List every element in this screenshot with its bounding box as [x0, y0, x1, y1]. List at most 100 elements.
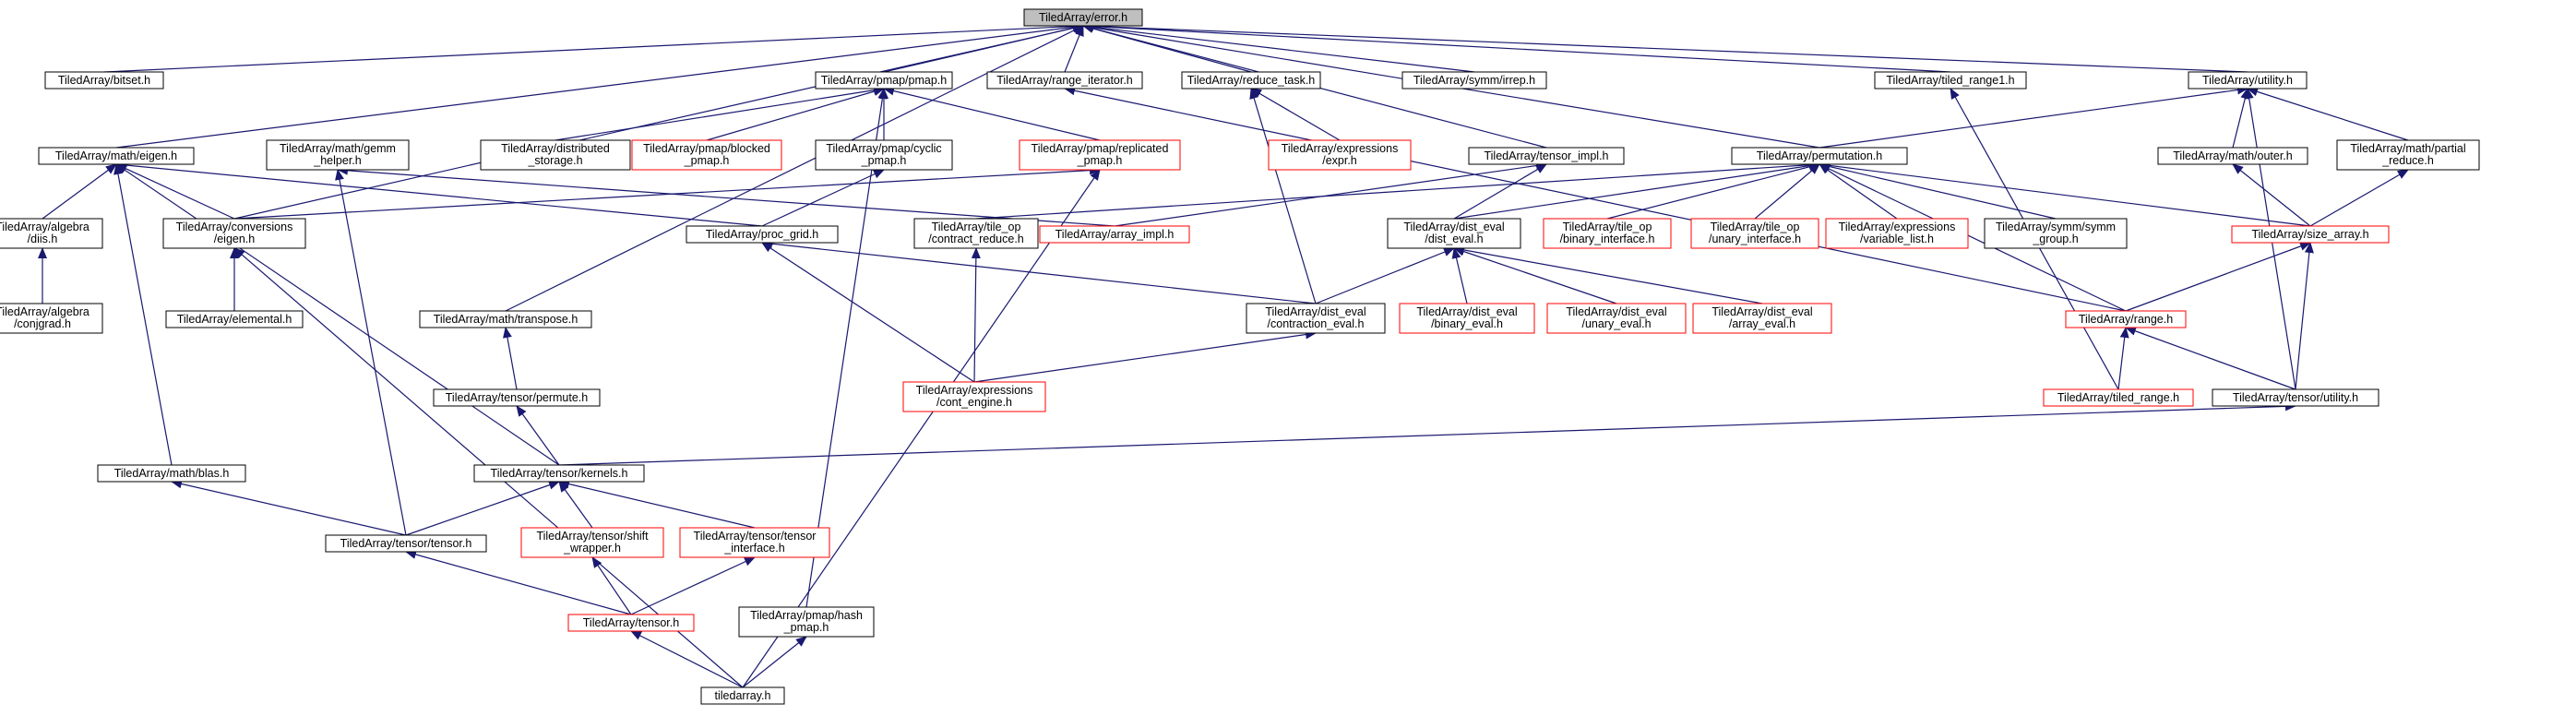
node-box[interactable]	[2336, 139, 2480, 171]
node-box[interactable]	[266, 139, 410, 171]
node-box[interactable]	[1399, 303, 1535, 334]
node-error[interactable]: TiledArray/error.h	[1023, 8, 1143, 27]
node-math-blas[interactable]: TiledArray/math/blas.h	[97, 464, 246, 483]
node-pmap-blocked[interactable]: TiledArray/pmap/blocked_pmap.h	[631, 139, 782, 171]
node-math-partial-reduce[interactable]: TiledArray/math/partial_reduce.h	[2336, 139, 2480, 171]
node-box[interactable]	[686, 225, 839, 244]
node-pmap[interactable]: TiledArray/pmap/pmap.h	[815, 71, 953, 90]
node-box[interactable]	[1468, 147, 1625, 165]
node-utility[interactable]: TiledArray/utility.h	[2188, 71, 2308, 90]
node-box[interactable]	[162, 218, 306, 249]
node-pmap-cyclic[interactable]: TiledArray/pmap/cyclic_pmap.h	[815, 139, 953, 171]
node-box[interactable]	[473, 464, 645, 483]
node-math-outer[interactable]: TiledArray/math/outer.h	[2157, 147, 2308, 165]
node-tiledarray[interactable]: tiledarray.h	[700, 686, 785, 705]
node-tensor-kernels[interactable]: TiledArray/tensor/kernels.h	[473, 464, 645, 483]
node-box[interactable]	[0, 303, 103, 334]
node-expressions-expr[interactable]: TiledArray/expressions/expr.h	[1268, 139, 1412, 171]
node-conversions-eigen[interactable]: TiledArray/conversions/eigen.h	[162, 218, 306, 249]
node-math-gemm-helper[interactable]: TiledArray/math/gemm_helper.h	[266, 139, 410, 171]
node-tiled-range[interactable]: TiledArray/tiled_range.h	[2043, 388, 2194, 407]
node-box[interactable]	[1692, 303, 1832, 334]
node-box[interactable]	[1401, 71, 1547, 90]
node-reduce-task[interactable]: TiledArray/reduce_task.h	[1181, 71, 1321, 90]
node-tile-op-contract-reduce[interactable]: TiledArray/tile_op/contract_reduce.h	[913, 218, 1039, 249]
node-pmap-hash[interactable]: TiledArray/pmap/hash_pmap.h	[738, 606, 875, 638]
node-tiled-range1[interactable]: TiledArray/tiled_range1.h	[1874, 71, 2027, 90]
node-tensor-tensor-interface[interactable]: TiledArray/tensor/tensor_interface.h	[679, 527, 830, 558]
node-box[interactable]	[913, 218, 1039, 249]
node-box[interactable]	[2231, 225, 2390, 244]
node-tile-op-binary-interface[interactable]: TiledArray/tile_op/binary_interface.h	[1543, 218, 1672, 249]
node-array-impl[interactable]: TiledArray/array_impl.h	[1039, 225, 1190, 244]
node-box[interactable]	[38, 147, 195, 165]
node-box[interactable]	[97, 464, 246, 483]
node-tensor-shift-wrapper[interactable]: TiledArray/tensor/shift_wrapper.h	[520, 527, 664, 558]
node-algebra-conjgrad[interactable]: TiledArray/algebra/conjgrad.h	[0, 303, 103, 334]
node-box[interactable]	[1825, 218, 1969, 249]
node-box[interactable]	[2043, 388, 2194, 407]
node-box[interactable]	[44, 71, 164, 90]
node-math-eigen[interactable]: TiledArray/math/eigen.h	[38, 147, 195, 165]
node-binary-eval[interactable]: TiledArray/dist_eval/binary_eval.h	[1399, 303, 1535, 334]
node-tensor-utility[interactable]: TiledArray/tensor/utility.h	[2212, 388, 2379, 407]
node-math-transpose[interactable]: TiledArray/math/transpose.h	[419, 310, 592, 328]
node-algebra-diis[interactable]: TiledArray/algebra/diis.h	[0, 218, 103, 249]
node-box[interactable]	[165, 310, 304, 328]
node-contraction-eval[interactable]: TiledArray/dist_eval/contraction_eval.h	[1246, 303, 1386, 334]
node-box[interactable]	[1181, 71, 1321, 90]
node-box[interactable]	[419, 310, 592, 328]
node-distributed-storage[interactable]: TiledArray/distributed_storage.h	[480, 139, 631, 171]
node-range[interactable]: TiledArray/range.h	[2065, 310, 2187, 328]
node-bitset[interactable]: TiledArray/bitset.h	[44, 71, 164, 90]
node-box[interactable]	[433, 388, 601, 407]
node-tensor[interactable]: TiledArray/tensor.h	[567, 614, 695, 632]
node-tile-op-unary-interface[interactable]: TiledArray/tile_op/unary_interface.h	[1690, 218, 1819, 249]
node-tensor-tensor[interactable]: TiledArray/tensor/tensor.h	[325, 534, 487, 553]
node-box[interactable]	[1039, 225, 1190, 244]
node-box[interactable]	[1019, 139, 1181, 171]
node-symm-group[interactable]: TiledArray/symm/symm_group.h	[1984, 218, 2128, 249]
node-unary-eval[interactable]: TiledArray/dist_eval/unary_eval.h	[1546, 303, 1687, 334]
node-box[interactable]	[520, 527, 664, 558]
node-box[interactable]	[567, 614, 695, 632]
node-permutation[interactable]: TiledArray/permutation.h	[1731, 147, 1908, 165]
node-box[interactable]	[738, 606, 875, 638]
node-box[interactable]	[902, 381, 1046, 412]
node-box[interactable]	[1543, 218, 1672, 249]
node-box[interactable]	[1246, 303, 1386, 334]
node-box[interactable]	[2157, 147, 2308, 165]
node-range-iterator[interactable]: TiledArray/range_iterator.h	[986, 71, 1143, 90]
node-array-eval[interactable]: TiledArray/dist_eval/array_eval.h	[1692, 303, 1832, 334]
node-symm-irrep[interactable]: TiledArray/symm/irrep.h	[1401, 71, 1547, 90]
node-box[interactable]	[480, 139, 631, 171]
node-proc-grid[interactable]: TiledArray/proc_grid.h	[686, 225, 839, 244]
node-box[interactable]	[1387, 218, 1521, 249]
node-box[interactable]	[0, 218, 103, 249]
node-box[interactable]	[700, 686, 785, 705]
node-tensor-permute[interactable]: TiledArray/tensor/permute.h	[433, 388, 601, 407]
node-box[interactable]	[2065, 310, 2187, 328]
node-box[interactable]	[815, 139, 953, 171]
node-cont-engine[interactable]: TiledArray/expressions/cont_engine.h	[902, 381, 1046, 412]
node-expressions-variable-list[interactable]: TiledArray/expressions/variable_list.h	[1825, 218, 1969, 249]
node-box[interactable]	[1874, 71, 2027, 90]
node-box[interactable]	[1023, 8, 1143, 27]
node-box[interactable]	[2212, 388, 2379, 407]
node-elemental[interactable]: TiledArray/elemental.h	[165, 310, 304, 328]
node-box[interactable]	[1690, 218, 1819, 249]
node-size-array[interactable]: TiledArray/size_array.h	[2231, 225, 2390, 244]
node-box[interactable]	[1984, 218, 2128, 249]
node-box[interactable]	[2188, 71, 2308, 90]
node-box[interactable]	[1546, 303, 1687, 334]
node-box[interactable]	[631, 139, 782, 171]
node-dist-eval[interactable]: TiledArray/dist_eval/dist_eval.h	[1387, 218, 1521, 249]
node-pmap-replicated[interactable]: TiledArray/pmap/replicated_pmap.h	[1019, 139, 1181, 171]
node-box[interactable]	[1731, 147, 1908, 165]
node-box[interactable]	[986, 71, 1143, 90]
node-box[interactable]	[815, 71, 953, 90]
node-box[interactable]	[679, 527, 830, 558]
node-box[interactable]	[1268, 139, 1412, 171]
node-tensor-impl[interactable]: TiledArray/tensor_impl.h	[1468, 147, 1625, 165]
node-box[interactable]	[325, 534, 487, 553]
